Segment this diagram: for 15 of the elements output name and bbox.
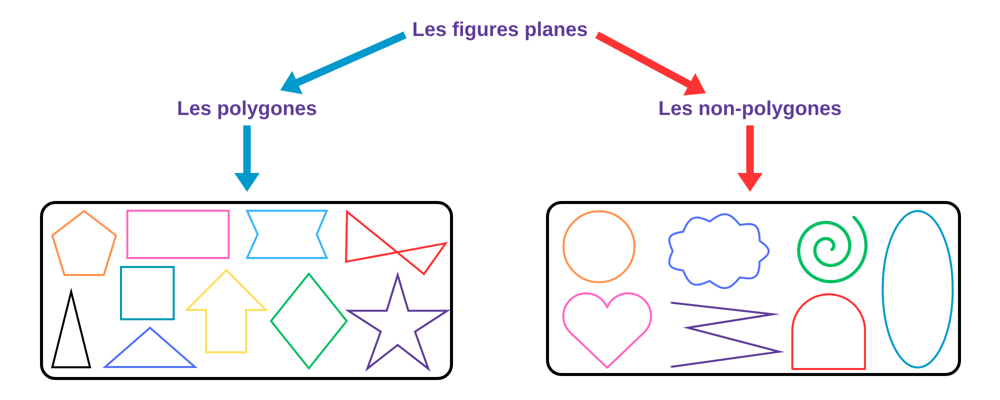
- notched-hexagon: [245, 210, 328, 259]
- square: [120, 266, 175, 320]
- shape-panel: [40, 201, 453, 380]
- ellipse: [882, 210, 954, 368]
- heart: [562, 292, 652, 369]
- arch: [791, 293, 866, 370]
- circle: [562, 210, 636, 284]
- shape-panel: [546, 201, 961, 376]
- cloud: [668, 213, 770, 290]
- spiral: [797, 216, 868, 284]
- category-heading: Les polygones: [178, 100, 316, 120]
- rectangle: [126, 210, 230, 259]
- category-heading: Les non-polygones: [660, 100, 841, 120]
- zigzag-line: [670, 302, 784, 368]
- heading: Les figures planes: [414, 22, 587, 40]
